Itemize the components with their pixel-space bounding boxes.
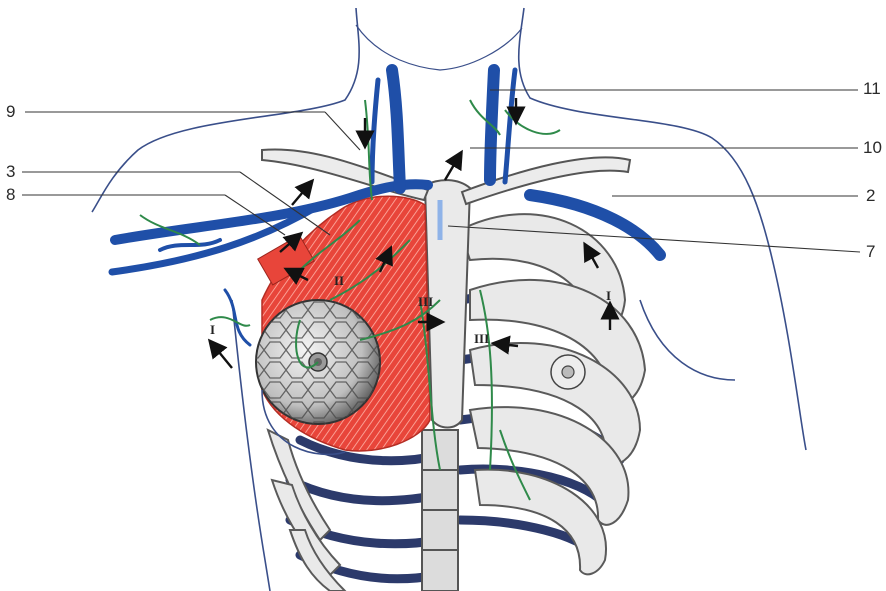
roman-marker-left-i: I — [210, 322, 215, 337]
label-9: 9 — [6, 103, 15, 121]
label-11: 11 — [863, 80, 881, 98]
roman-marker-iii-right: III — [474, 331, 489, 346]
roman-marker-right-i: I — [606, 288, 611, 303]
roman-marker-iii-left: III — [418, 294, 433, 309]
label-8: 8 — [6, 186, 15, 204]
label-10: 10 — [863, 139, 882, 157]
label-2: 2 — [866, 187, 875, 205]
label-3: 3 — [6, 163, 15, 181]
label-7: 7 — [866, 243, 875, 261]
roman-marker-ii: II — [334, 273, 344, 288]
nipple-right — [551, 355, 585, 389]
